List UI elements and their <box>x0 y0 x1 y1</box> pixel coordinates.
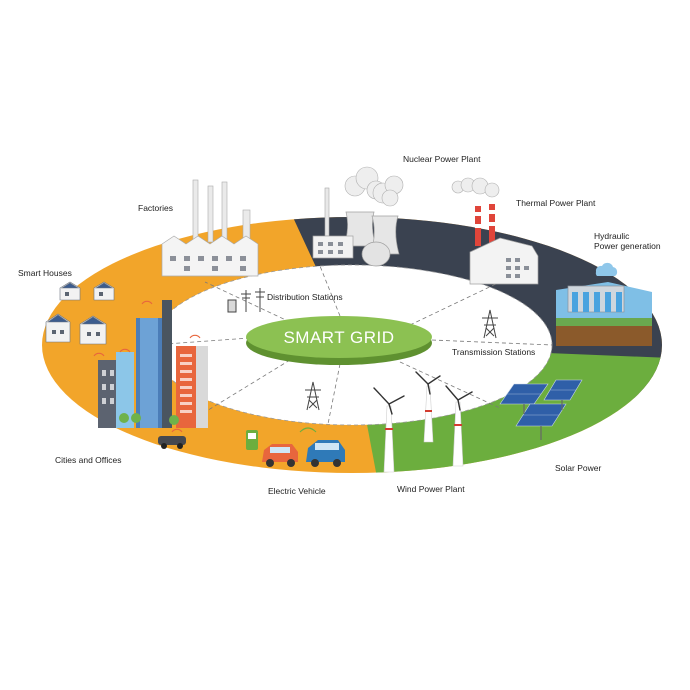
factories-label: Factories <box>138 203 173 213</box>
hydraulic-label-line1: Hydraulic <box>594 231 630 241</box>
transmission-tower-icon <box>305 381 321 411</box>
thermal-plant-label: Thermal Power Plant <box>516 198 596 208</box>
solar-panel-icon <box>499 379 583 440</box>
transmission-tower-icon <box>482 309 498 339</box>
smart-houses-icon <box>45 281 115 345</box>
cities-offices-label: Cities and Offices <box>55 455 122 465</box>
transmission-stations-label: Transmission Stations <box>452 347 536 357</box>
nuclear-plant-icon <box>312 166 404 267</box>
wind-turbine-icon <box>373 371 473 473</box>
thermal-plant-icon <box>451 177 539 285</box>
electric-vehicle-icon <box>246 427 345 467</box>
solar-power-label: Solar Power <box>555 463 602 473</box>
wind-plant-label: Wind Power Plant <box>397 484 465 494</box>
distribution-stations-label: Distribution Stations <box>267 292 343 302</box>
grid-connections <box>151 265 553 425</box>
smart-houses-label: Smart Houses <box>18 268 72 278</box>
hydraulic-plant-icon <box>556 262 652 346</box>
smart-grid-title: SMART GRID <box>283 328 395 347</box>
nuclear-plant-label: Nuclear Power Plant <box>403 154 481 164</box>
distribution-station-icon <box>227 288 265 313</box>
electric-vehicle-label: Electric Vehicle <box>268 486 326 496</box>
smart-grid-hub <box>246 316 432 365</box>
factories-icon <box>161 179 259 277</box>
city-buildings-icon <box>93 300 208 449</box>
hydraulic-label-line2: Power generation <box>594 241 661 251</box>
